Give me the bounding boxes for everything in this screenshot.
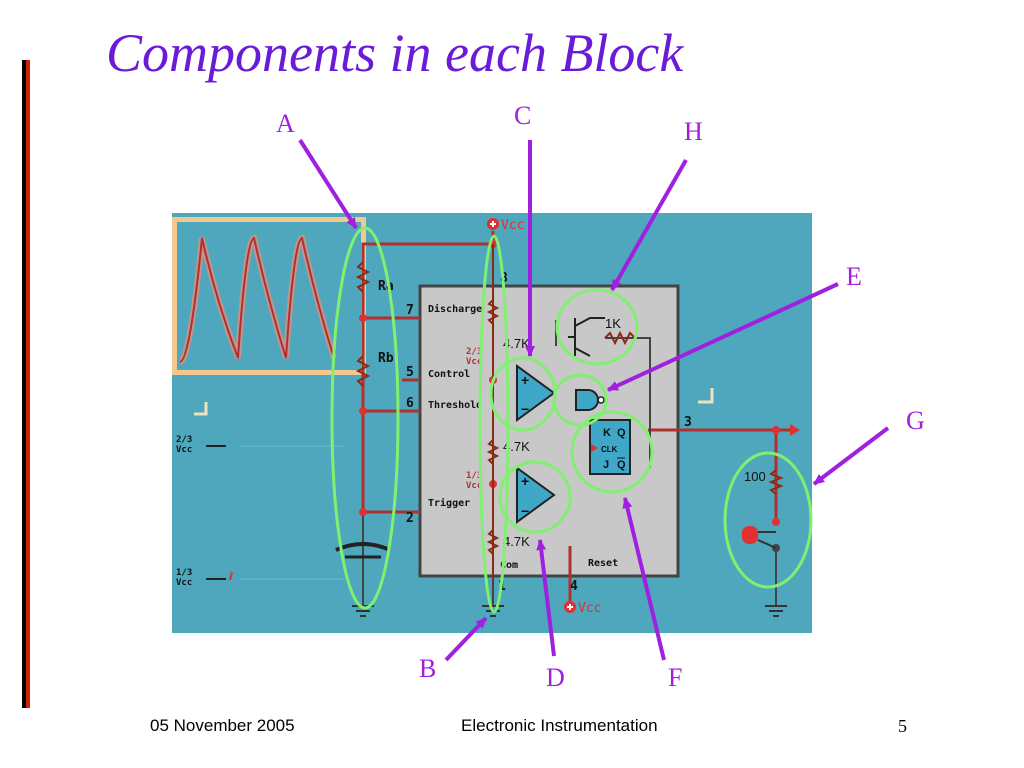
internal-one-third-label: 1/3 Vcc	[466, 471, 488, 491]
ff-k-label: K	[603, 427, 611, 439]
lower-comparator-minus: −	[521, 503, 529, 519]
and-gate	[575, 389, 605, 411]
rb-label: Rb	[378, 351, 394, 366]
vcc-supply-top: Vcc	[487, 218, 524, 233]
callout-g: G	[906, 406, 925, 435]
page-number: 5	[898, 716, 907, 736]
oscilloscope-display	[172, 217, 366, 375]
vcc-label-top: Vcc	[501, 218, 524, 233]
slide-title: Components in each Block	[106, 23, 684, 83]
highlight-h	[555, 288, 639, 366]
highlight-g	[723, 451, 813, 589]
pin-7-number: 7	[406, 303, 414, 318]
discharge-resistor-label: 1K	[605, 316, 621, 331]
ff-j-label: J	[603, 459, 609, 471]
upper-comparator-minus: −	[521, 401, 529, 417]
one-third-vcc-label: 1/3 Vcc	[176, 568, 198, 588]
pin-4-number: 4	[570, 579, 578, 594]
callout-f: F	[668, 663, 682, 692]
highlight-e	[552, 373, 608, 427]
pin-names: Discharge Control Threshold Trigger Com …	[428, 303, 618, 571]
pin-3-number: 3	[684, 415, 692, 430]
left-accent-bar-red	[26, 60, 30, 708]
upper-comparator: + −	[516, 364, 556, 422]
discharge-transistor	[568, 317, 636, 357]
led-resistor-label: 100	[744, 469, 766, 484]
two-thirds-vcc-label: 2/3 Vcc	[176, 435, 198, 455]
divider-resistor-2-label: 4.7K	[503, 439, 530, 454]
callout-b: B	[419, 654, 436, 683]
footer-title: Electronic Instrumentation	[461, 716, 658, 735]
ff-clk-label: CLK	[601, 445, 618, 454]
arrow-g	[812, 426, 890, 486]
highlight-ellipses	[330, 226, 813, 614]
pin-name-threshold: Threshold	[428, 400, 482, 411]
flip-flop: K Q CLK J Q	[589, 419, 631, 475]
left-accent-bar	[22, 60, 26, 708]
callout-letters: A B C D E F G H	[276, 101, 925, 692]
arrow-h	[610, 159, 688, 291]
callout-e: E	[846, 262, 862, 291]
pin-5-number: 5	[406, 365, 414, 380]
vcc-label-bottom: Vcc	[578, 601, 601, 616]
highlight-a	[330, 226, 400, 610]
arrow-a	[298, 138, 358, 230]
arrow-f	[622, 497, 666, 661]
external-resistors	[355, 261, 371, 387]
corner-glyph-right	[698, 388, 714, 404]
callout-a: A	[276, 109, 295, 138]
internal-voltage-divider	[486, 244, 500, 580]
highlight-f	[570, 410, 654, 494]
led-output-stage	[742, 424, 800, 549]
pin-name-trigger: Trigger	[428, 497, 470, 509]
vcc-supply-bottom: Vcc	[564, 601, 601, 616]
ra-label: Ra	[378, 279, 394, 294]
ground-wiring	[362, 320, 777, 606]
pin-name-reset: Reset	[588, 558, 618, 569]
divider-resistor-1-label: 4.7K	[503, 336, 530, 351]
divider-resistor-3-label: 4.7K	[503, 534, 530, 549]
ff-q-label: Q	[617, 427, 626, 439]
pin-name-discharge: Discharge	[428, 303, 482, 315]
highlight-b	[478, 234, 510, 614]
timer-chip-body	[418, 284, 680, 578]
lower-comparator: + −	[516, 466, 556, 524]
arrow-b	[444, 616, 488, 662]
circuit-diagram: Ra Rb Vcc Vcc 4.7K 4.7	[172, 101, 925, 692]
arrow-e	[607, 282, 839, 392]
callout-c: C	[514, 101, 531, 130]
upper-comparator-plus: +	[521, 372, 529, 388]
callout-h: H	[684, 117, 703, 146]
pin-2-number: 2	[406, 511, 414, 526]
lower-comparator-plus: +	[521, 473, 529, 489]
ff-qbar-label: Q	[617, 459, 626, 471]
callout-d: D	[546, 663, 565, 692]
callout-arrows	[298, 138, 890, 662]
arrow-d	[536, 539, 556, 657]
corner-glyph-left	[194, 402, 208, 416]
pin-6-number: 6	[406, 396, 414, 411]
pin-name-com: Com	[500, 560, 518, 571]
internal-two-thirds-label: 2/3 Vcc	[466, 347, 488, 367]
pin-name-control: Control	[428, 369, 470, 380]
highlight-d	[498, 460, 572, 534]
footer-date: 05 November 2005	[150, 716, 295, 735]
